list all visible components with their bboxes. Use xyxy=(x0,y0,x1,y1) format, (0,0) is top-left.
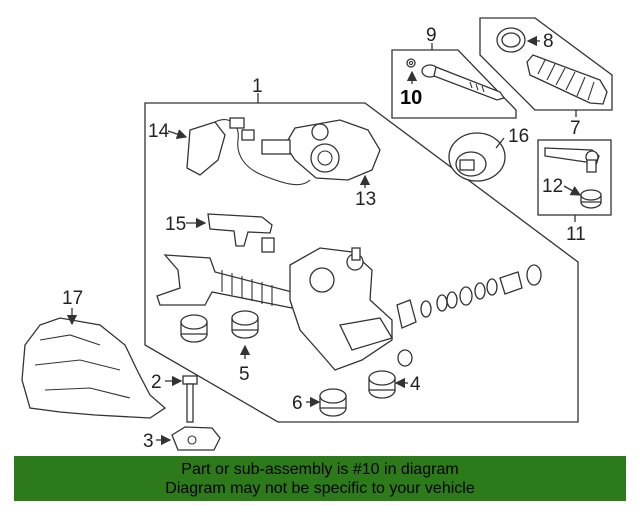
rack-bushing-part xyxy=(180,310,259,343)
info-banner: Part or sub-assembly is #10 in diagram D… xyxy=(14,456,626,501)
callout-10: 10 xyxy=(400,87,422,109)
callout-1: 1 xyxy=(252,76,263,97)
tie-rod-part xyxy=(406,58,506,101)
mount-bushing-4-part xyxy=(368,370,396,399)
callout-14-arrow xyxy=(167,129,188,140)
callout-4: 4 xyxy=(410,374,421,395)
dust-cover-part xyxy=(448,132,506,182)
steering-rack-part xyxy=(156,247,393,371)
callout-8: 8 xyxy=(543,31,554,52)
callout-17: 17 xyxy=(62,288,83,309)
callout-13: 13 xyxy=(355,189,376,210)
callout-12: 12 xyxy=(542,176,563,197)
steering-boot-part xyxy=(526,54,608,105)
parts-diagram: 1 9 10 7 8 16 11 xyxy=(21,17,613,452)
mount-bushing-6-part xyxy=(319,388,347,417)
callout-6: 6 xyxy=(292,393,303,414)
callout-9: 9 xyxy=(426,25,437,46)
wire-harness-part xyxy=(186,117,311,186)
callout-3: 3 xyxy=(143,431,154,452)
tie-rod-end-part xyxy=(544,147,600,173)
boot-box-7 xyxy=(479,17,613,111)
callout-16: 16 xyxy=(508,126,529,147)
callout-11: 11 xyxy=(566,224,586,245)
banner-line-2: Diagram may not be specific to your vehi… xyxy=(165,480,475,497)
bolt-part xyxy=(182,375,198,423)
callout-7: 7 xyxy=(570,118,581,139)
callout-16-leader xyxy=(495,137,505,149)
callout-2: 2 xyxy=(151,372,162,393)
tie-rod-box-9 xyxy=(391,49,517,119)
nut-plate-part xyxy=(171,426,221,451)
callout-15: 15 xyxy=(165,214,186,235)
callout-5: 5 xyxy=(239,364,250,385)
assembly-1-frame xyxy=(144,102,579,423)
boot-clamp-part xyxy=(496,27,526,53)
heat-shield-part xyxy=(21,317,167,419)
banner-line-1: Part or sub-assembly is #10 in diagram xyxy=(181,461,459,478)
rack-seal-kit-part xyxy=(396,264,542,367)
eps-motor-part xyxy=(261,119,381,181)
callout-14: 14 xyxy=(148,121,170,142)
callout-12-arrow xyxy=(563,185,582,196)
castle-nut-part xyxy=(580,189,602,209)
bracket-part xyxy=(207,213,275,253)
